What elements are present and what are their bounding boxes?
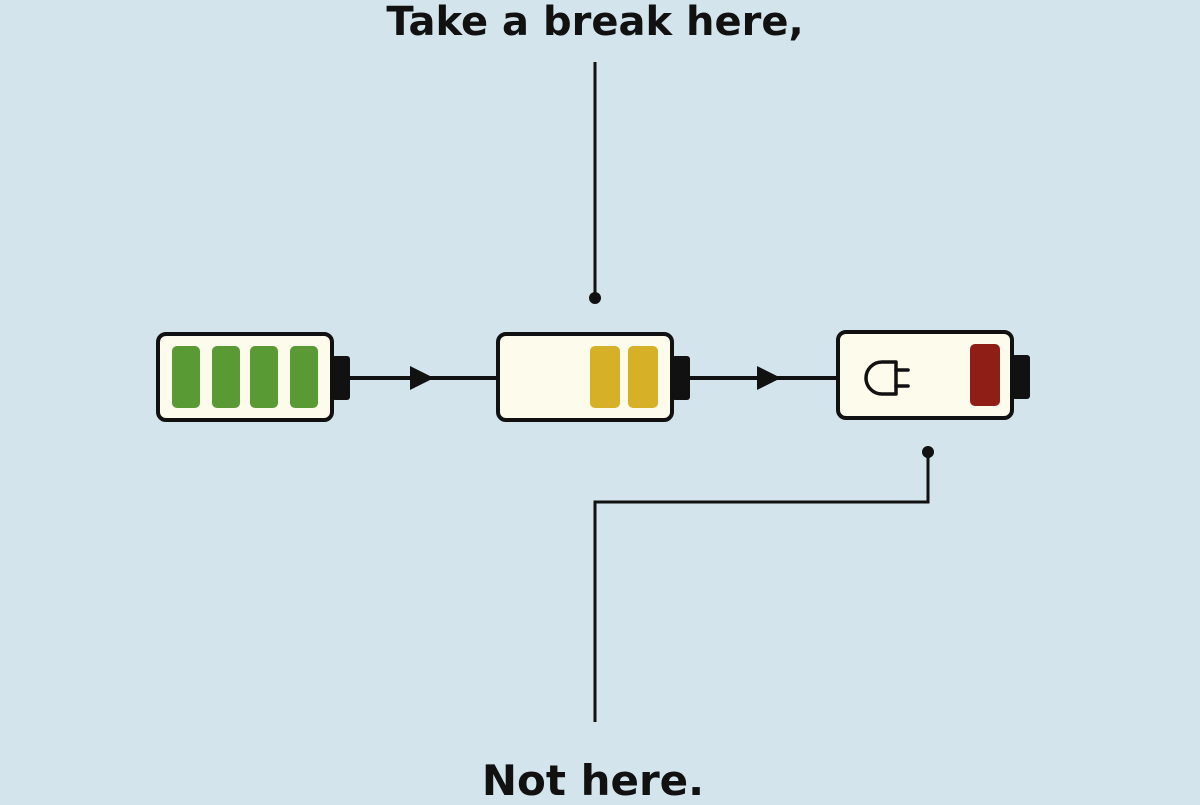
battery-level-bar — [290, 346, 318, 408]
battery-full — [156, 332, 350, 422]
battery-level-bar — [250, 346, 278, 408]
battery-level-bar — [970, 344, 1000, 406]
battery-level-bar — [628, 346, 658, 408]
callout-dot-top — [589, 292, 601, 304]
battery-terminal — [332, 356, 350, 400]
battery-level-bar — [212, 346, 240, 408]
caption-take-a-break: Take a break here, — [386, 0, 804, 45]
battery-terminal — [672, 356, 690, 400]
battery-level-bar — [172, 346, 200, 408]
battery-half — [496, 332, 690, 422]
callout-line-bottom — [593, 452, 930, 722]
arrow-head-2 — [757, 366, 781, 390]
battery-terminal — [1012, 355, 1030, 399]
battery-level-bar — [590, 346, 620, 408]
battery-low — [836, 330, 1030, 420]
caption-not-here: Not here. — [481, 756, 705, 805]
arrow-head-1 — [410, 366, 434, 390]
plug-icon — [864, 360, 910, 396]
